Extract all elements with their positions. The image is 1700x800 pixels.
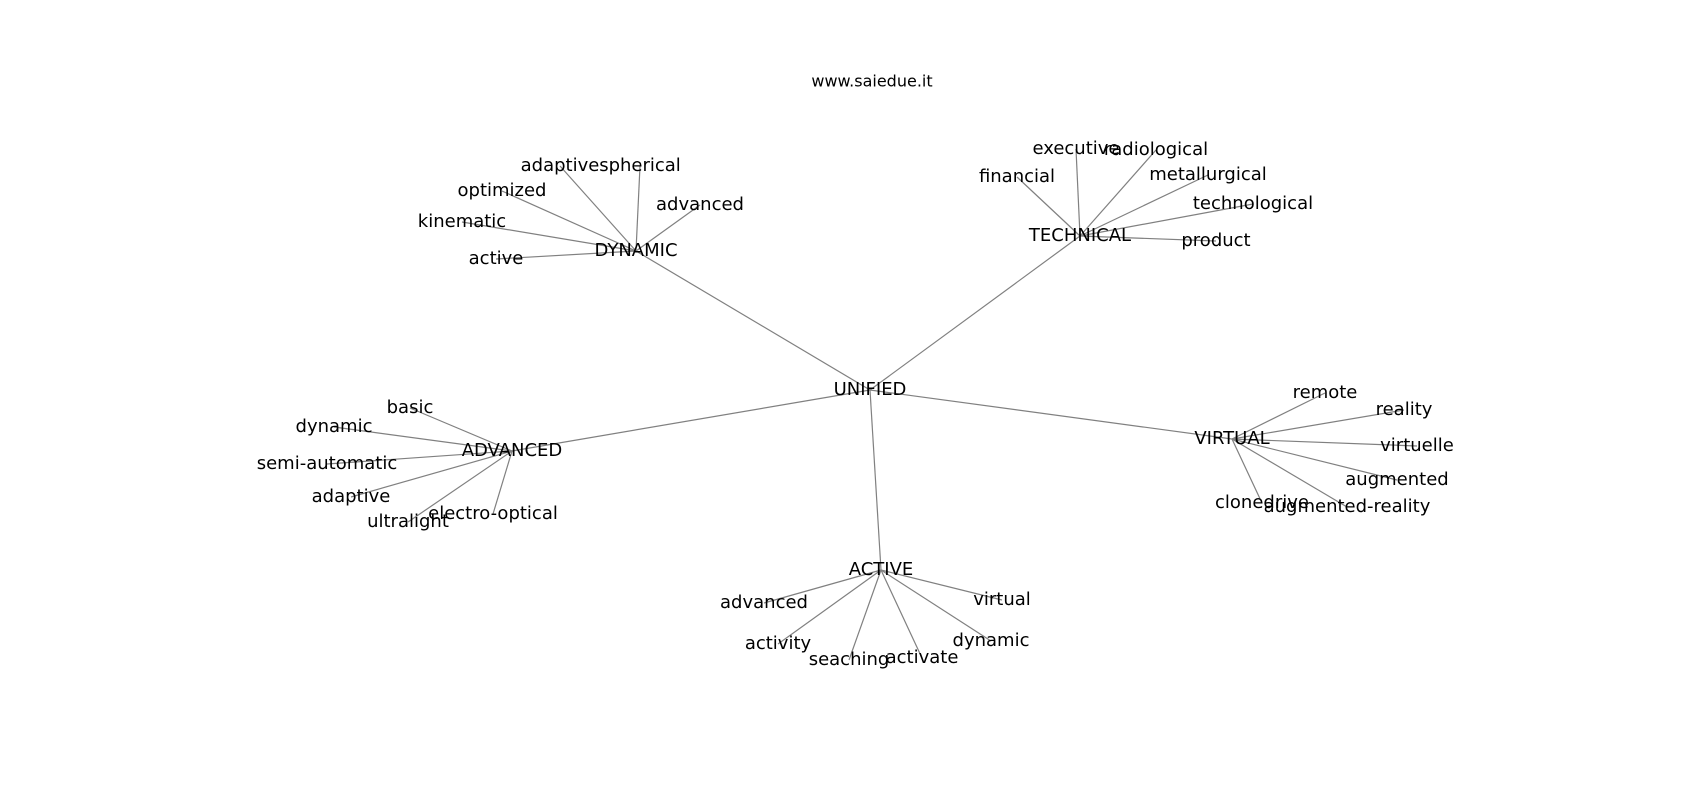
edge-virtual-remote [1231,392,1326,440]
edge-technical-product [1079,235,1217,242]
edge-active-virtual [880,569,1003,601]
edge-dynamic-adaptive [559,165,637,252]
node-leaf-virtual-virtuelle: virtuelle [1380,435,1454,456]
node-hub-active: ACTIVE [849,559,914,580]
edge-active-seaching [848,569,882,661]
edge-dynamic-advanced [635,204,701,252]
edge-virtual-virtuelle [1231,438,1418,447]
node-leaf-virtual-augmented: augmented [1345,469,1448,490]
edge-active-advanced [763,569,882,604]
edge-technical-radiological [1079,149,1157,237]
node-leaf-advanced-semi-automatic: semi-automatic [257,453,398,474]
edge-active-activate [880,569,923,659]
node-hub-dynamic: DYNAMIC [594,240,677,261]
edge-advanced-adaptive [350,450,513,498]
edge-dynamic-kinematic [461,221,637,252]
edge-root-dynamic [635,250,871,391]
node-hub-technical: TECHNICAL [1028,225,1131,246]
node-leaf-technical-metallurgical: metallurgical [1149,164,1267,185]
edges-layer [326,148,1418,661]
node-leaf-advanced-basic: basic [387,397,434,418]
edge-advanced-electro-optical [492,450,513,515]
node-hub-advanced: ADVANCED [462,440,563,461]
node-leaf-virtual-reality: reality [1376,399,1433,420]
node-leaf-active-seaching: seaching [809,649,890,670]
edge-active-activity [777,569,882,645]
node-leaf-dynamic-adaptive: adaptive [521,155,600,176]
node-hub-virtual: VIRTUAL [1194,428,1269,449]
edge-root-virtual [869,389,1233,440]
edge-technical-financial [1016,176,1081,237]
edge-virtual-augmented [1231,438,1398,481]
edge-advanced-semi-automatic [326,450,513,465]
node-leaf-virtual-augmented-reality: augmented-reality [1264,496,1431,517]
node-leaf-technical-financial: financial [979,166,1055,187]
edge-virtual-clonedrive [1231,438,1263,504]
edge-dynamic-active [495,250,637,260]
edge-advanced-dynamic [333,426,513,452]
edge-virtual-reality [1231,409,1405,440]
node-leaf-dynamic-active: active [469,248,524,269]
edge-active-dynamic [880,569,992,642]
edge-root-advanced [511,389,871,452]
edge-virtual-augmented-reality [1231,438,1348,508]
edge-dynamic-optimized [501,190,637,252]
node-leaf-virtual-clonedrive: clonedrive [1215,492,1309,513]
edge-technical-metallurgical [1079,174,1209,237]
node-leaf-dynamic-advanced: advanced [656,194,744,215]
edge-advanced-ultralight [407,450,513,523]
edge-root-active [869,389,882,571]
edge-technical-executive [1075,148,1081,237]
node-leaf-virtual-remote: remote [1293,382,1358,403]
node-leaf-active-virtual: virtual [973,589,1031,610]
node-leaf-active-advanced: advanced [720,592,808,613]
node-leaf-advanced-dynamic: dynamic [296,416,373,437]
node-leaf-advanced-adaptive: adaptive [312,486,391,507]
node-leaf-technical-product: product [1181,230,1250,251]
node-leaf-advanced-ultralight: ultralight [367,511,449,532]
edge-root-technical [869,235,1081,391]
node-leaf-advanced-electro-optical: electro-optical [428,503,558,524]
node-leaf-dynamic-optimized: optimized [458,180,547,201]
edge-technical-technological [1079,203,1254,237]
node-leaf-active-dynamic: dynamic [953,630,1030,651]
diagram-title: www.saiedue.it [811,72,932,91]
node-leaf-active-activate: activate [886,647,959,668]
edge-dynamic-spherical [635,165,641,252]
node-leaf-technical-radiological: radiological [1104,139,1208,160]
node-leaf-technical-technological: technological [1193,193,1313,214]
node-root-unified: UNIFIED [834,379,907,400]
node-leaf-technical-executive: executive [1032,138,1119,159]
node-leaf-dynamic-spherical: spherical [599,155,681,176]
node-leaf-dynamic-kinematic: kinematic [418,211,506,232]
node-leaf-active-activity: activity [745,633,812,654]
edge-advanced-basic [409,407,513,452]
